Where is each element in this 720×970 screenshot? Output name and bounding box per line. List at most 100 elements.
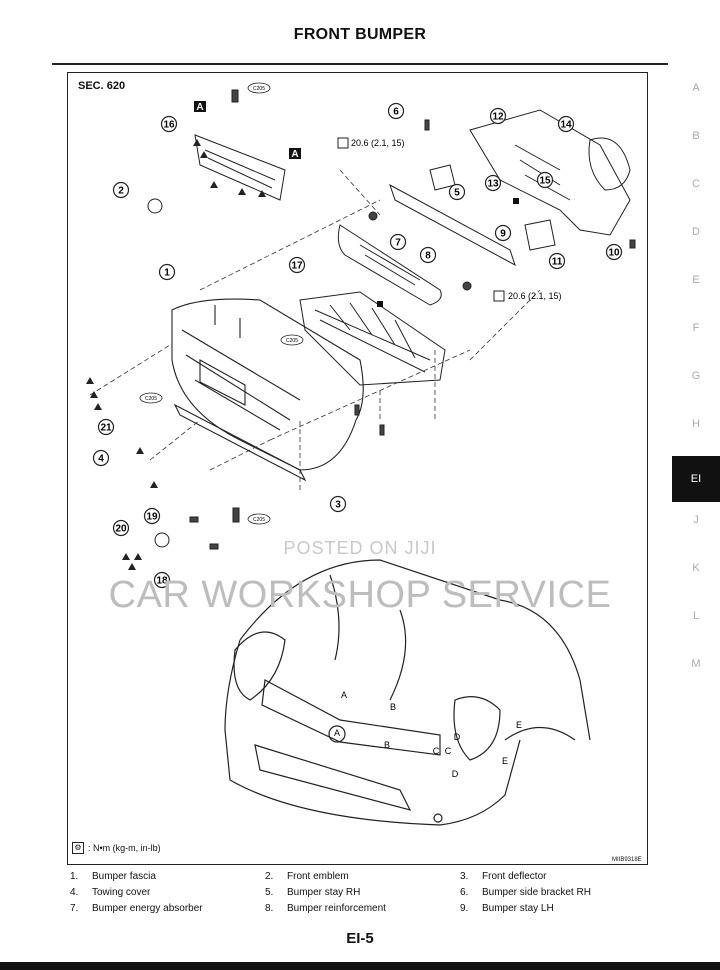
svg-text:2: 2 [118,186,124,197]
side-tab-m[interactable]: M [691,658,701,670]
part-item: 7. Bumper energy absorber [70,903,203,914]
part-name: Bumper stay LH [482,903,554,914]
part-number: 6. [460,887,469,898]
part-name: Bumper reinforcement [287,903,386,914]
side-structure-drawing [469,109,631,236]
torque-wrench-icon: ⚙ [72,842,84,854]
side-tab-a[interactable]: A [692,82,700,94]
part-item: 8. Bumper reinforcement [265,903,386,914]
reinforcement-drawing [337,183,516,306]
part-name: Front emblem [287,871,349,882]
side-tab-k[interactable]: K [692,562,700,574]
svg-text:12: 12 [492,112,504,123]
clip-markers [86,139,266,570]
side-tab-b[interactable]: B [692,130,700,142]
callout-9: 9 [494,224,512,242]
part-name: Bumper energy absorber [92,903,203,914]
parts-list: 1. Bumper fascia 2.Front emblem 3.Front def… [70,871,670,919]
side-tab-h[interactable]: H [692,418,700,430]
svg-text:15: 15 [539,176,551,187]
part-number: 1. [70,871,79,882]
part-item: 1. Bumper fascia [70,871,156,882]
clip-code-label: C205 [280,334,304,346]
svg-text:3: 3 [335,500,341,511]
side-tab-e[interactable]: E [692,274,700,286]
svg-text:16: 16 [163,120,175,131]
bumper-fascia-drawing [171,298,364,471]
part-item: 9.Bumper stay LH [460,903,554,914]
svg-text:8: 8 [425,251,431,262]
section-label: SEC. 620 [78,80,126,92]
figure-id: MIIB9318E [612,857,642,863]
svg-text:6: 6 [393,107,399,118]
svg-text:C205: C205 [145,396,157,402]
part-name: Bumper side bracket RH [482,887,591,898]
joint-label-c: C [445,746,452,756]
side-tab-d[interactable]: D [692,226,700,238]
bolts [147,89,636,550]
clip-code-label: C205 [247,513,271,525]
joint-label-c: C [433,746,440,756]
callout-11: 11 [548,252,566,270]
side-tab-l[interactable]: L [692,610,700,622]
torque-spec-2: 20.6 (2.1, 15) [493,290,562,302]
svg-text:1: 1 [164,268,170,279]
marker-square-1 [513,198,519,204]
part-name: Bumper fascia [92,871,156,882]
svg-text:18: 18 [156,576,168,587]
callout-6: 6 [387,102,405,120]
svg-text:17: 17 [291,261,303,272]
svg-text:4: 4 [98,454,104,465]
side-tab-c[interactable]: C [692,178,700,190]
svg-text:20.6 (2.1, 15): 20.6 (2.1, 15) [351,138,405,148]
leader-lines [89,169,541,490]
joint-label-a: A [341,690,347,700]
front-deflector-drawing [173,403,307,482]
callout-18: 18 [153,571,171,589]
side-tab-ei[interactable]: EI [672,456,720,502]
svg-text:11: 11 [552,257,563,268]
part-item: 2.Front emblem [265,871,349,882]
joint-label-b: B [384,740,390,750]
svg-text:20: 20 [115,524,127,535]
callout-10: 10 [605,243,623,261]
svg-text:19: 19 [146,512,158,523]
part-name: Towing cover [92,887,151,898]
svg-text:A: A [196,102,203,113]
svg-text:C205: C205 [253,517,265,523]
bottom-bar [0,962,720,970]
joint-label-e: E [502,756,508,766]
marker-square-2 [377,301,383,307]
callout-7: 7 [389,233,407,251]
joint-label-d: D [452,769,459,779]
title-rule [52,63,668,65]
part-item: 3.Front deflector [460,871,546,882]
part-number: 4. [70,887,79,898]
svg-text:14: 14 [560,120,572,131]
callout-1: 1 [158,263,176,281]
part-item: 4. Towing cover [70,887,150,898]
callout-17: 17 [288,256,306,274]
callout-12: 12 [489,107,507,125]
clip-code-label: C205 [247,82,271,94]
part-number: 3. [460,871,469,882]
side-tab-j[interactable]: J [693,514,699,526]
callout-16: 16 [160,115,178,133]
part-number: 8. [265,903,274,914]
torque-legend: ⚙ : N•m (kg-m, in-lb) [72,842,161,854]
diagram-frame [67,72,648,865]
joint-label-d: D [454,732,461,742]
joint-label-e: E [516,720,522,730]
torque-spec-1: 20.6 (2.1, 15) [337,137,405,149]
side-tab-f[interactable]: F [692,322,700,334]
svg-text:A: A [291,149,298,160]
svg-text:9: 9 [500,229,506,240]
joint-label-b: B [390,702,396,712]
side-tab-g[interactable]: G [691,370,701,382]
callout-14: 14 [557,115,575,133]
callout-2: 2 [112,181,130,199]
marker-a-boxes: A A [194,101,301,160]
part-number: 7. [70,903,79,914]
page-title: FRONT BUMPER [293,26,427,43]
